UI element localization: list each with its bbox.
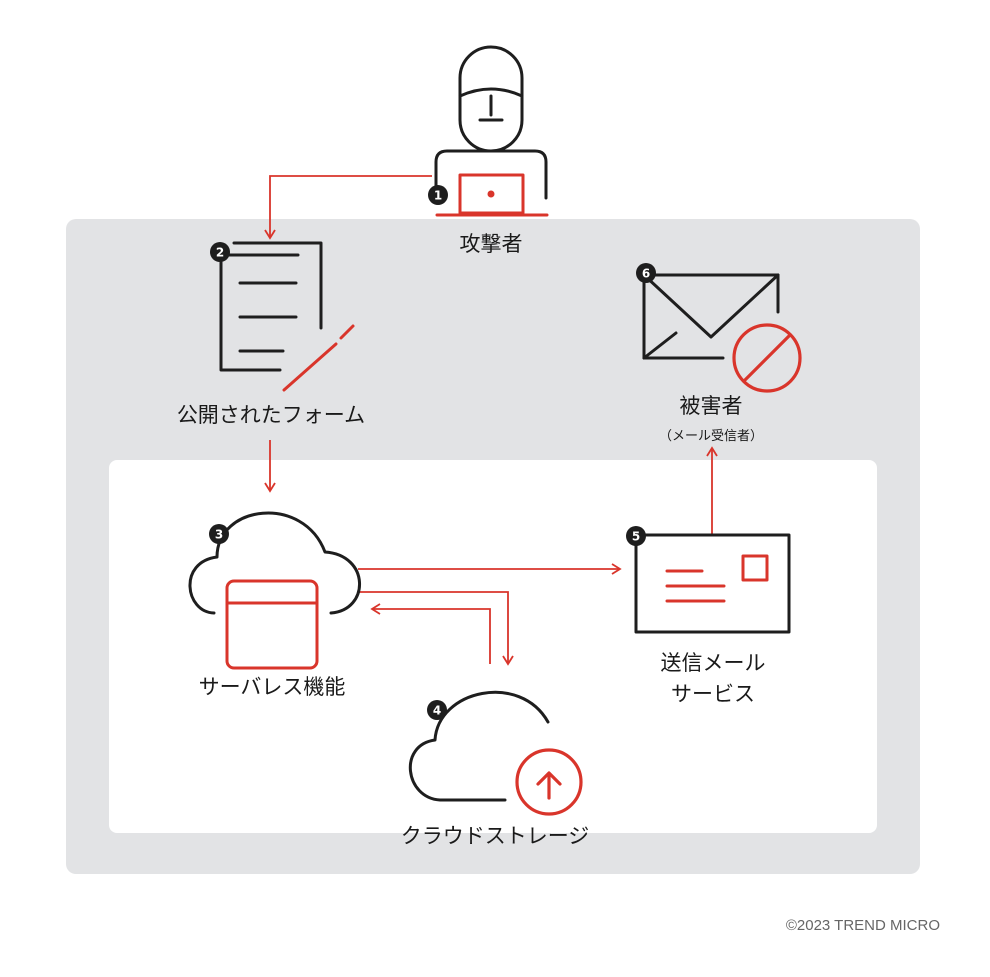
laptop-dot <box>487 190 495 198</box>
document-icon <box>219 241 355 392</box>
form-label: 公開されたフォーム <box>177 403 365 427</box>
cloud-upload-icon <box>409 690 583 816</box>
mail-service-node: 5 送信メール サービス <box>626 526 791 706</box>
storage-label: クラウドストレージ <box>401 824 590 848</box>
victim-sublabel: （メール受信者） <box>659 429 763 444</box>
victim-label: 被害者 <box>680 394 743 418</box>
serverless-label: サーバレス機能 <box>199 675 346 699</box>
arrow-storage-to-serverless <box>370 603 491 664</box>
mail-service-label-line2: サービス <box>671 682 755 706</box>
connectors <box>264 175 718 666</box>
svg-text:6: 6 <box>642 267 650 281</box>
attacker-icon <box>434 45 549 217</box>
envelope-block-icon <box>642 273 802 393</box>
arrow-attacker-to-form <box>264 175 432 240</box>
mail-service-label-line1: 送信メール <box>661 651 766 675</box>
step-badge-6: 6 <box>636 263 656 283</box>
form-node: 2 公開されたフォーム <box>177 241 365 427</box>
svg-text:3: 3 <box>215 528 223 542</box>
step-badge-3: 3 <box>209 524 229 544</box>
victim-node: 6 被害者 （メール受信者） <box>636 263 802 444</box>
svg-text:1: 1 <box>434 189 442 203</box>
step-badge-1: 1 <box>428 185 448 205</box>
copyright-text: ©2023 TREND MICRO <box>786 917 940 934</box>
arrow-serverless-to-storage <box>358 591 514 666</box>
svg-text:2: 2 <box>216 246 224 260</box>
inner-panel <box>109 460 877 833</box>
step-badge-2: 2 <box>210 242 230 262</box>
attacker-label: 攻撃者 <box>460 232 523 256</box>
serverless-node: 3 サーバレス機能 <box>188 511 361 699</box>
cloud-function-icon <box>188 511 361 670</box>
step-badge-5: 5 <box>626 526 646 546</box>
step-badge-4: 4 <box>427 700 447 720</box>
svg-text:5: 5 <box>632 530 640 544</box>
attacker-node: 1 攻撃者 <box>428 45 549 256</box>
svg-text:4: 4 <box>433 704 441 718</box>
storage-node: 4 クラウドストレージ <box>401 690 590 848</box>
postcard-icon <box>634 533 791 634</box>
